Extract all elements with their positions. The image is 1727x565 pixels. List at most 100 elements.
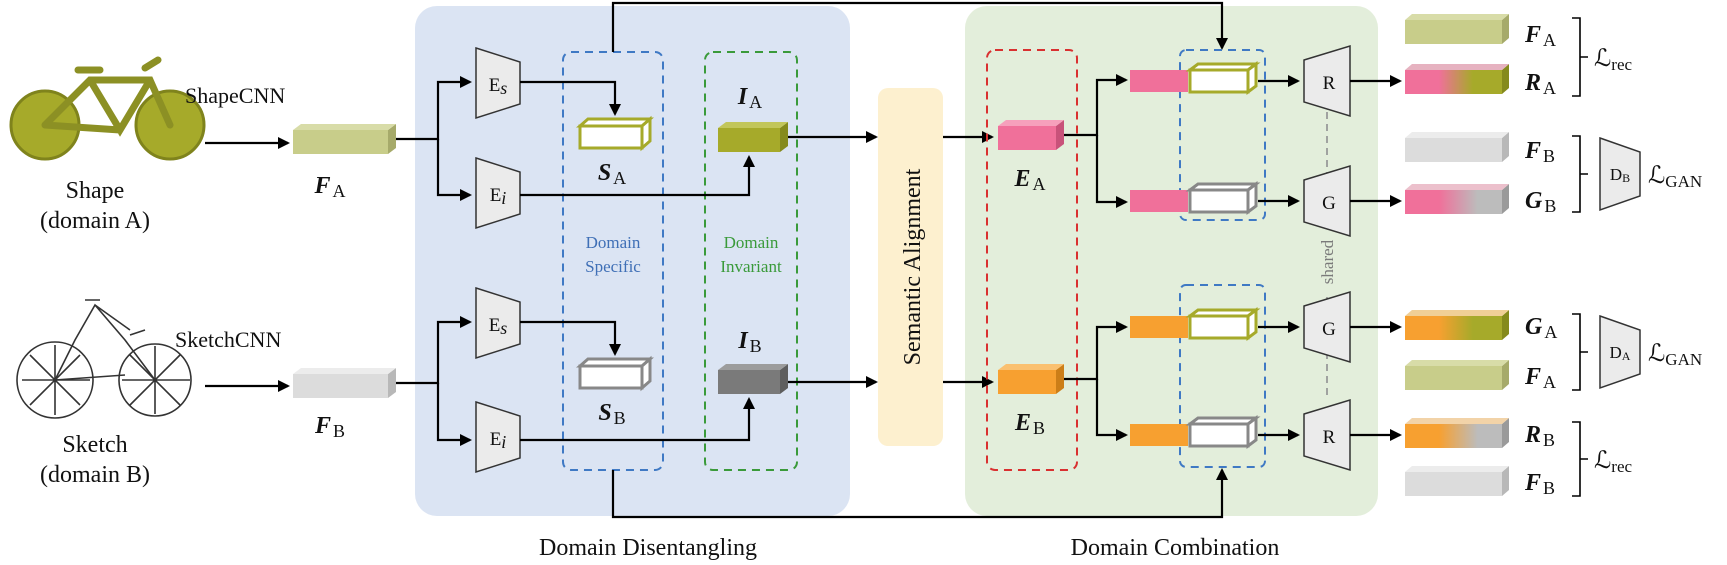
semantic-alignment-label: Semantic Alignment <box>900 168 926 365</box>
discriminator-da: DA <box>1599 314 1641 390</box>
semantic-alignment-box <box>878 88 943 446</box>
output-fb-bottom <box>1405 466 1509 496</box>
svg-text:G: G <box>1322 193 1336 214</box>
svg-text:Es: Es <box>489 75 508 98</box>
arrow-fa-branch <box>396 76 472 141</box>
decoder-r-top: R <box>1303 44 1351 118</box>
domain-specific-label-1: Domain <box>586 233 641 252</box>
feature-fb-block <box>293 368 396 398</box>
combine-group-top <box>1179 49 1266 221</box>
bracket-rec-top <box>1572 17 1588 97</box>
decoder-g-top: G <box>1303 164 1351 238</box>
output-ga <box>1405 310 1509 340</box>
decoder-g-bottom: G <box>1303 290 1351 364</box>
encoder-ei-bottom: Ei <box>475 400 521 474</box>
output-fa-top <box>1405 14 1509 44</box>
output-fa-bottom <box>1405 360 1509 390</box>
bicycle-shape-icon <box>9 56 206 161</box>
embedding-eb-block <box>998 364 1064 394</box>
arrow-ea-branch-up <box>1064 74 1128 137</box>
svg-text:G: G <box>1322 319 1336 340</box>
encoder-es-top: Es <box>475 46 521 120</box>
shape-domain-label: (domain A) <box>40 208 150 234</box>
embedding-group <box>986 49 1078 471</box>
shared-label-bg <box>1316 225 1338 297</box>
loss-rec-top: ℒrec <box>1594 46 1633 74</box>
arrow-eb-branch-down <box>1095 379 1128 441</box>
combined-pink-olive <box>1130 61 1261 95</box>
output-fb-top <box>1405 132 1509 162</box>
svg-text:Es: Es <box>489 315 508 338</box>
svg-text:Ei: Ei <box>490 429 507 452</box>
svg-text:Ei: Ei <box>490 185 507 208</box>
encoder-es-bottom: Es <box>475 286 521 360</box>
output-gb <box>1405 184 1509 214</box>
svg-text:DB: DB <box>1610 165 1630 185</box>
encoder-ei-top: Ei <box>475 156 521 230</box>
domain-specific-label-2: Specific <box>585 257 641 276</box>
invariant-ib-block <box>718 364 788 394</box>
combine-group-bottom <box>1179 284 1266 468</box>
arrow-eb-branch-up <box>1064 321 1128 381</box>
svg-text:DA: DA <box>1610 343 1631 363</box>
bracket-rec-bottom <box>1572 421 1588 497</box>
combined-pink-gray <box>1130 181 1261 215</box>
arrow-ea-branch-down <box>1095 135 1128 208</box>
sketch-label: Sketch <box>62 432 127 458</box>
arrow-ei-to-ib <box>520 397 755 442</box>
loss-gan-bottom: ℒGAN <box>1648 341 1702 369</box>
arrow-fb-branch <box>396 316 472 385</box>
svg-text:R: R <box>1323 73 1336 94</box>
discriminator-db: DB <box>1599 136 1641 212</box>
domain-invariant-label-2: Invariant <box>720 257 782 276</box>
embedding-ea-block <box>998 120 1064 150</box>
arrow-fa-branch-ei <box>436 139 472 201</box>
skip-connection-bottom <box>611 468 1228 519</box>
combined-orange-olive <box>1130 307 1261 341</box>
combination-panel <box>965 6 1378 516</box>
caption-combination: Domain Combination <box>1071 535 1280 561</box>
svg-text:R: R <box>1323 427 1336 448</box>
invariant-ia-block <box>718 122 788 152</box>
domain-invariant-label-1: Domain <box>724 233 779 252</box>
decoder-r-bottom: R <box>1303 398 1351 472</box>
sketch-cnn-label: SketchCNN <box>175 327 281 352</box>
output-rb <box>1405 418 1509 448</box>
bracket-gan-bottom <box>1572 313 1588 391</box>
shared-label: shared <box>1318 239 1337 284</box>
loss-gan-top: ℒGAN <box>1648 163 1702 191</box>
sketch-domain-label: (domain B) <box>40 462 150 488</box>
arrow-es-to-sa <box>520 80 621 116</box>
specific-sb-block <box>576 355 654 392</box>
shape-label: Shape <box>66 178 125 204</box>
caption-disentangling: Domain Disentangling <box>539 535 757 561</box>
specific-sa-block <box>576 115 654 152</box>
loss-rec-bottom: ℒrec <box>1594 448 1633 476</box>
bracket-gan-top <box>1572 135 1588 213</box>
shape-cnn-label: ShapeCNN <box>185 83 285 108</box>
skip-connection-top <box>611 1 1228 52</box>
output-ra <box>1405 64 1509 94</box>
combined-orange-gray <box>1130 415 1261 449</box>
feature-fa-block <box>293 124 396 154</box>
arrow-es-to-sb <box>520 320 621 356</box>
arrow-ei-to-ia <box>520 155 755 197</box>
arrow-fb-branch-ei <box>436 383 472 446</box>
